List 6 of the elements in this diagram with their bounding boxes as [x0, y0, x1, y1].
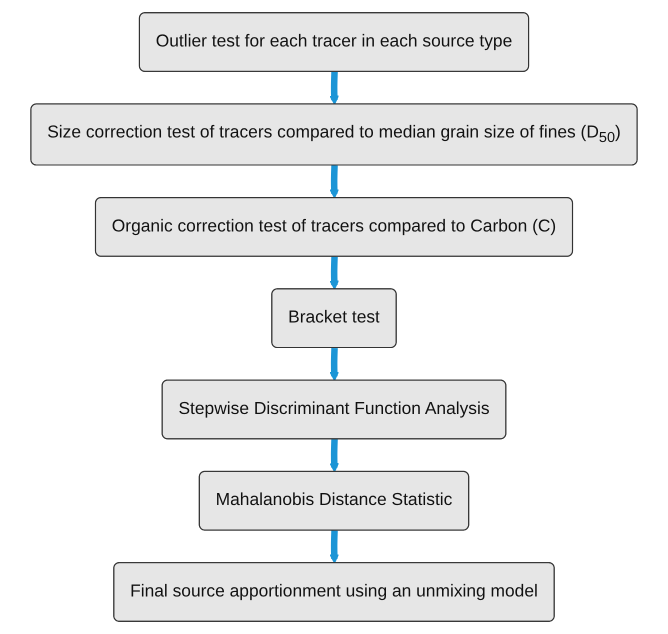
- arrow: [329, 347, 340, 382]
- arrow: [329, 530, 340, 564]
- arrow: [329, 71, 340, 105]
- arrow: [329, 256, 340, 290]
- arrow: [329, 438, 340, 472]
- arrow: [329, 164, 340, 199]
